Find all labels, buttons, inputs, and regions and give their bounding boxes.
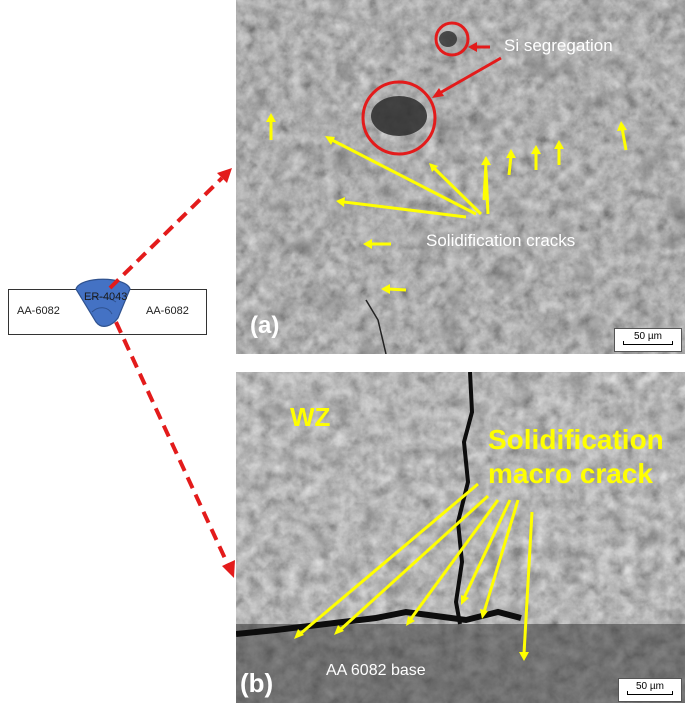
si-segregation-label: Si segregation <box>504 36 613 55</box>
weld-bead <box>75 278 131 327</box>
solidification-cracks-label: Solidification cracks <box>426 231 576 250</box>
macro-crack-label-line2: macro crack <box>488 458 654 489</box>
pointer-arrows <box>108 168 235 578</box>
wz-label: WZ <box>290 402 331 432</box>
scale-bar-a-label: 50 µm <box>634 331 662 342</box>
panel-b-tag: (b) <box>240 668 274 698</box>
si-large-circle <box>361 80 437 156</box>
panel-a-annotations <box>266 21 628 294</box>
weld-pass-lines <box>87 296 117 315</box>
micrograph-panel-b: WZ Solidification macro crack AA 6082 ba… <box>236 372 685 703</box>
scale-bar-b: 50 µm <box>618 678 682 702</box>
filler-wire-label: ER-4043 <box>84 291 128 303</box>
si-arrow-large <box>437 56 502 96</box>
right-plate-label: AA-6082 <box>146 305 189 317</box>
fusion-line-crack <box>236 608 522 637</box>
macro-crack-label-line1: Solidification <box>488 424 664 455</box>
micrograph-panel-a: Si segregation Solidification cracks (a)… <box>236 0 685 354</box>
si-small-circle <box>434 21 470 57</box>
micrograph-b-image <box>236 372 685 703</box>
micrograph-a-image <box>236 0 685 354</box>
panel-b-annotations <box>294 482 534 661</box>
scale-bar-b-label: 50 µm <box>636 681 664 692</box>
crack-arrows <box>266 113 628 294</box>
left-plate-label: AA-6082 <box>17 305 60 317</box>
panel-a-tag: (a) <box>250 312 280 339</box>
base-metal-label: AA 6082 base <box>326 662 426 679</box>
vertical-macro-crack <box>453 372 475 625</box>
macro-crack-arrows <box>294 482 534 661</box>
scale-bar-a: 50 µm <box>614 328 682 352</box>
